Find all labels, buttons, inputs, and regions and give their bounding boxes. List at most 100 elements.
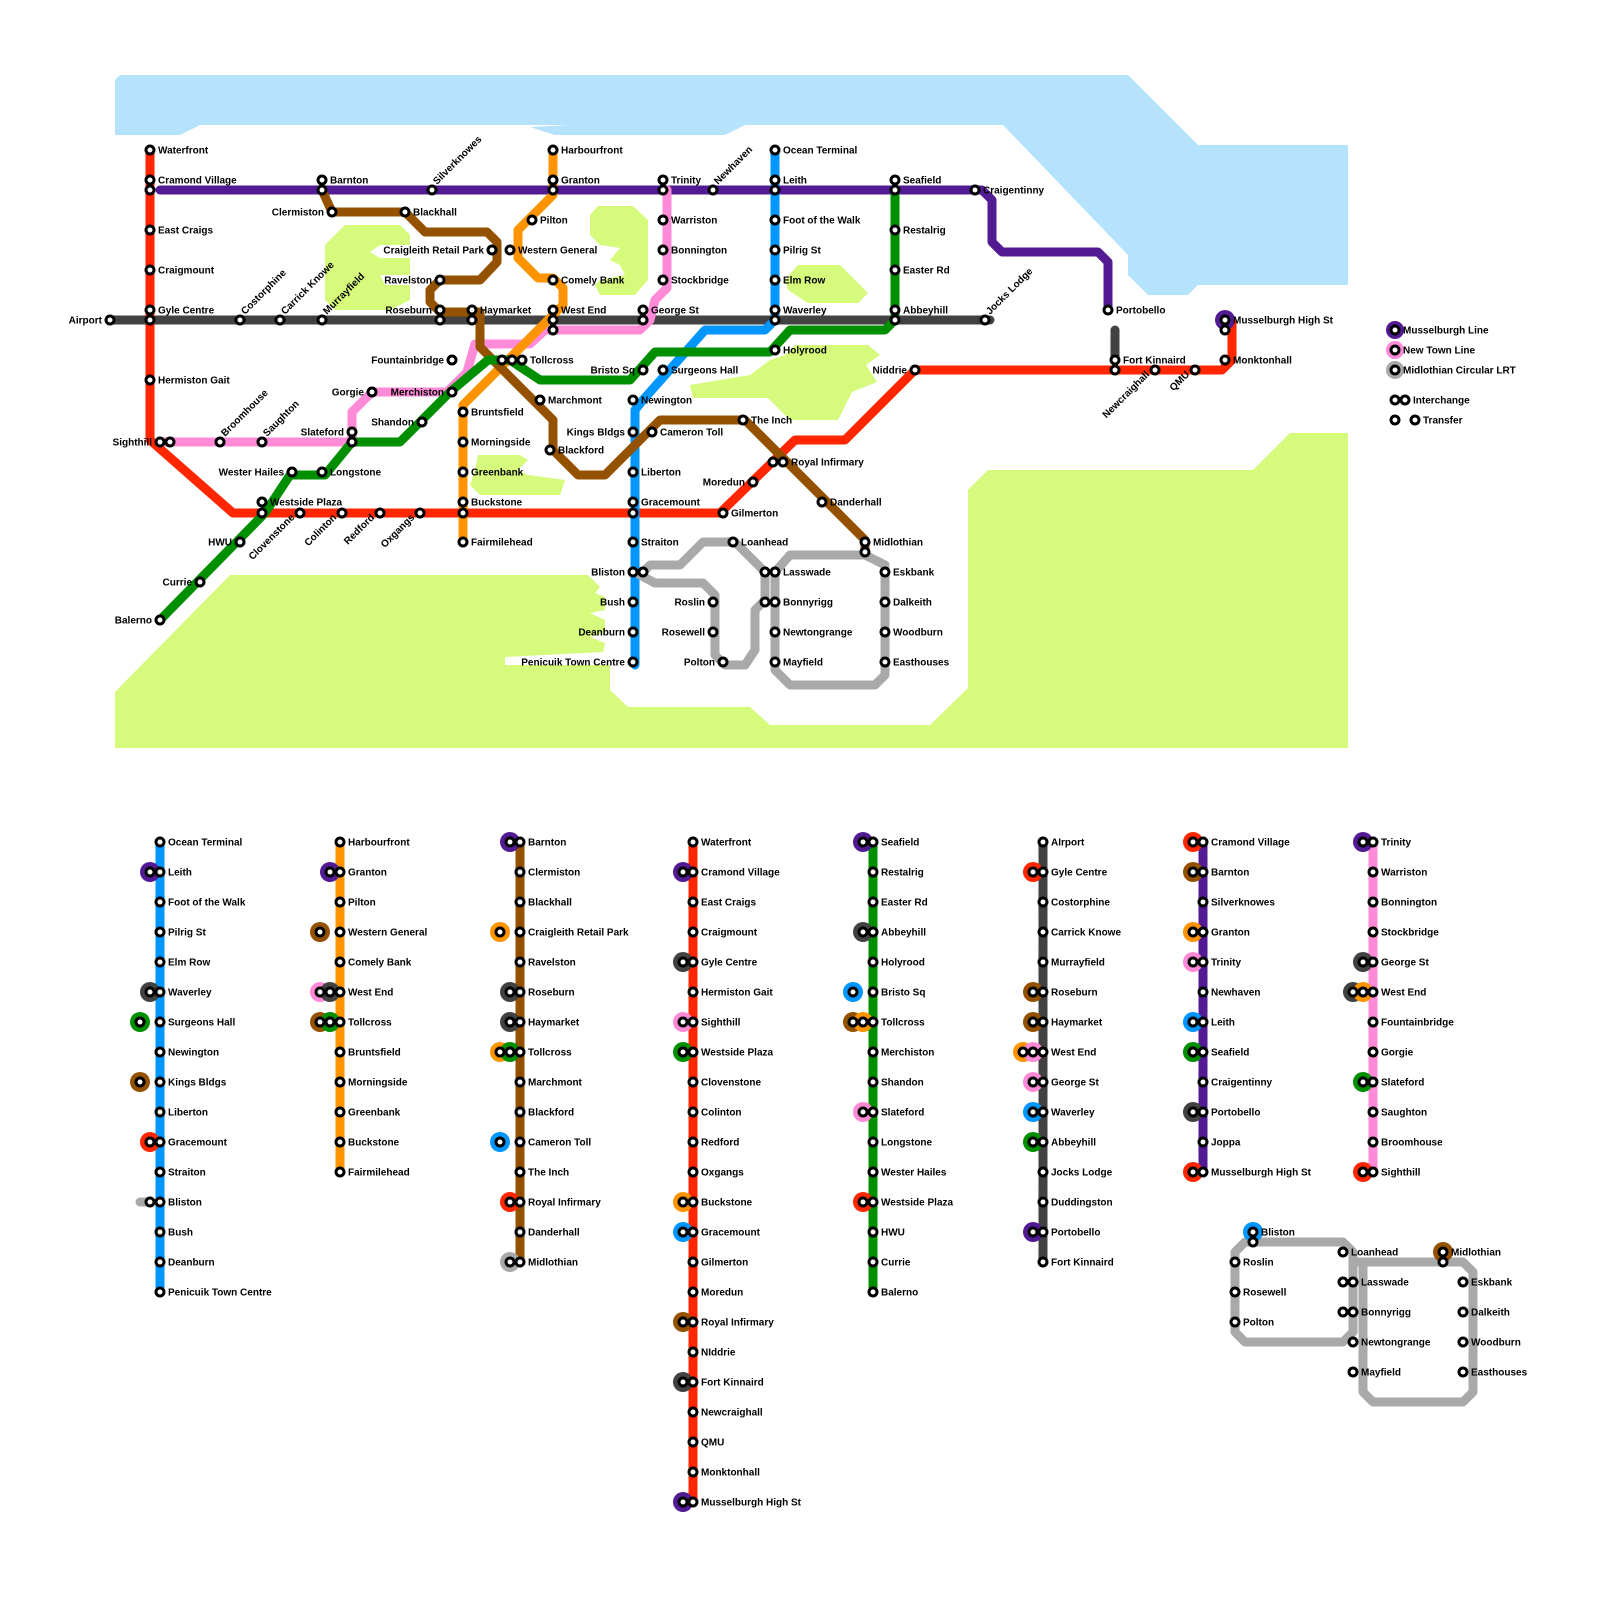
transfer-marker[interactable]: [847, 986, 859, 998]
interchange-marker[interactable]: [1347, 986, 1359, 998]
station-marker[interactable]: [154, 926, 166, 938]
station-marker[interactable]: [514, 1046, 526, 1058]
station-marker[interactable]: [627, 566, 639, 578]
station-marker[interactable]: [1102, 304, 1114, 316]
interchange-marker[interactable]: [1187, 956, 1199, 968]
station-marker[interactable]: [859, 546, 871, 558]
station-marker[interactable]: [687, 1256, 699, 1268]
interchange-marker[interactable]: [857, 1196, 869, 1208]
station-marker[interactable]: [514, 956, 526, 968]
station-marker[interactable]: [154, 1136, 166, 1148]
station-marker[interactable]: [1197, 1136, 1209, 1148]
interchange-marker[interactable]: [144, 866, 156, 878]
station-marker[interactable]: [769, 274, 781, 286]
station-marker[interactable]: [687, 1106, 699, 1118]
station-marker[interactable]: [316, 174, 328, 186]
station-marker[interactable]: [969, 184, 981, 196]
station-marker[interactable]: [547, 274, 559, 286]
station-marker[interactable]: [154, 1046, 166, 1058]
station-marker[interactable]: [486, 244, 498, 256]
station-marker[interactable]: [457, 406, 469, 418]
station-marker[interactable]: [514, 896, 526, 908]
station-marker[interactable]: [1197, 896, 1209, 908]
station-marker[interactable]: [637, 304, 649, 316]
station-marker[interactable]: [1347, 1366, 1359, 1378]
station-marker[interactable]: [547, 314, 559, 326]
station-marker[interactable]: [414, 507, 426, 519]
station-marker[interactable]: [514, 1076, 526, 1088]
interchange-marker[interactable]: [1187, 836, 1199, 848]
station-marker[interactable]: [294, 507, 306, 519]
station-marker[interactable]: [334, 866, 346, 878]
station-marker[interactable]: [1229, 1256, 1241, 1268]
station-marker[interactable]: [1037, 926, 1049, 938]
station-marker[interactable]: [769, 214, 781, 226]
station-marker[interactable]: [154, 1286, 166, 1298]
station-marker[interactable]: [687, 1436, 699, 1448]
station-marker[interactable]: [446, 386, 458, 398]
station-marker[interactable]: [979, 314, 991, 326]
interchange-marker[interactable]: [1027, 1226, 1039, 1238]
station-marker[interactable]: [1457, 1336, 1469, 1348]
station-marker[interactable]: [366, 386, 378, 398]
station-marker[interactable]: [879, 626, 891, 638]
interchange-marker[interactable]: [1027, 986, 1039, 998]
station-marker[interactable]: [1037, 1226, 1049, 1238]
station-marker[interactable]: [1437, 1246, 1449, 1258]
station-marker[interactable]: [769, 174, 781, 186]
station-marker[interactable]: [1037, 1046, 1049, 1058]
station-marker[interactable]: [687, 1376, 699, 1388]
station-marker[interactable]: [334, 986, 346, 998]
station-marker[interactable]: [1037, 1256, 1049, 1268]
station-marker[interactable]: [909, 364, 921, 376]
station-marker[interactable]: [514, 1226, 526, 1238]
station-marker[interactable]: [154, 986, 166, 998]
station-marker[interactable]: [707, 596, 719, 608]
station-marker[interactable]: [1197, 926, 1209, 938]
station-marker[interactable]: [154, 896, 166, 908]
interchange-marker[interactable]: [1027, 1046, 1039, 1058]
interchange-marker[interactable]: [677, 956, 689, 968]
station-marker[interactable]: [1197, 836, 1209, 848]
interchange-marker[interactable]: [677, 1196, 689, 1208]
station-marker[interactable]: [867, 1076, 879, 1088]
station-marker[interactable]: [1037, 866, 1049, 878]
station-marker[interactable]: [154, 1016, 166, 1028]
transfer-marker[interactable]: [494, 926, 506, 938]
station-marker[interactable]: [1367, 1046, 1379, 1058]
station-marker[interactable]: [657, 184, 669, 196]
station-marker[interactable]: [496, 354, 508, 366]
station-marker[interactable]: [1367, 986, 1379, 998]
interchange-marker[interactable]: [314, 986, 326, 998]
station-marker[interactable]: [687, 956, 699, 968]
station-marker[interactable]: [777, 456, 789, 468]
station-marker[interactable]: [256, 496, 268, 508]
station-marker[interactable]: [687, 1496, 699, 1508]
station-marker[interactable]: [334, 1166, 346, 1178]
station-marker[interactable]: [657, 274, 669, 286]
station-marker[interactable]: [769, 596, 781, 608]
station-marker[interactable]: [374, 507, 386, 519]
station-marker[interactable]: [1109, 354, 1121, 366]
interchange-marker[interactable]: [1187, 1046, 1199, 1058]
station-marker[interactable]: [514, 836, 526, 848]
station-marker[interactable]: [457, 496, 469, 508]
station-marker[interactable]: [867, 1196, 879, 1208]
station-marker[interactable]: [194, 576, 206, 588]
station-marker[interactable]: [457, 536, 469, 548]
interchange-marker[interactable]: [1337, 1306, 1349, 1318]
interchange-marker[interactable]: [1027, 1106, 1039, 1118]
station-marker[interactable]: [514, 1256, 526, 1268]
station-marker[interactable]: [867, 1166, 879, 1178]
interchange-marker[interactable]: [1357, 836, 1369, 848]
station-marker[interactable]: [434, 274, 446, 286]
interchange-marker[interactable]: [677, 1496, 689, 1508]
interchange-marker[interactable]: [1027, 1016, 1039, 1028]
station-marker[interactable]: [1219, 314, 1231, 326]
station-marker[interactable]: [627, 496, 639, 508]
station-marker[interactable]: [627, 426, 639, 438]
station-marker[interactable]: [547, 174, 559, 186]
station-marker[interactable]: [164, 436, 176, 448]
station-marker[interactable]: [274, 314, 286, 326]
station-marker[interactable]: [769, 344, 781, 356]
